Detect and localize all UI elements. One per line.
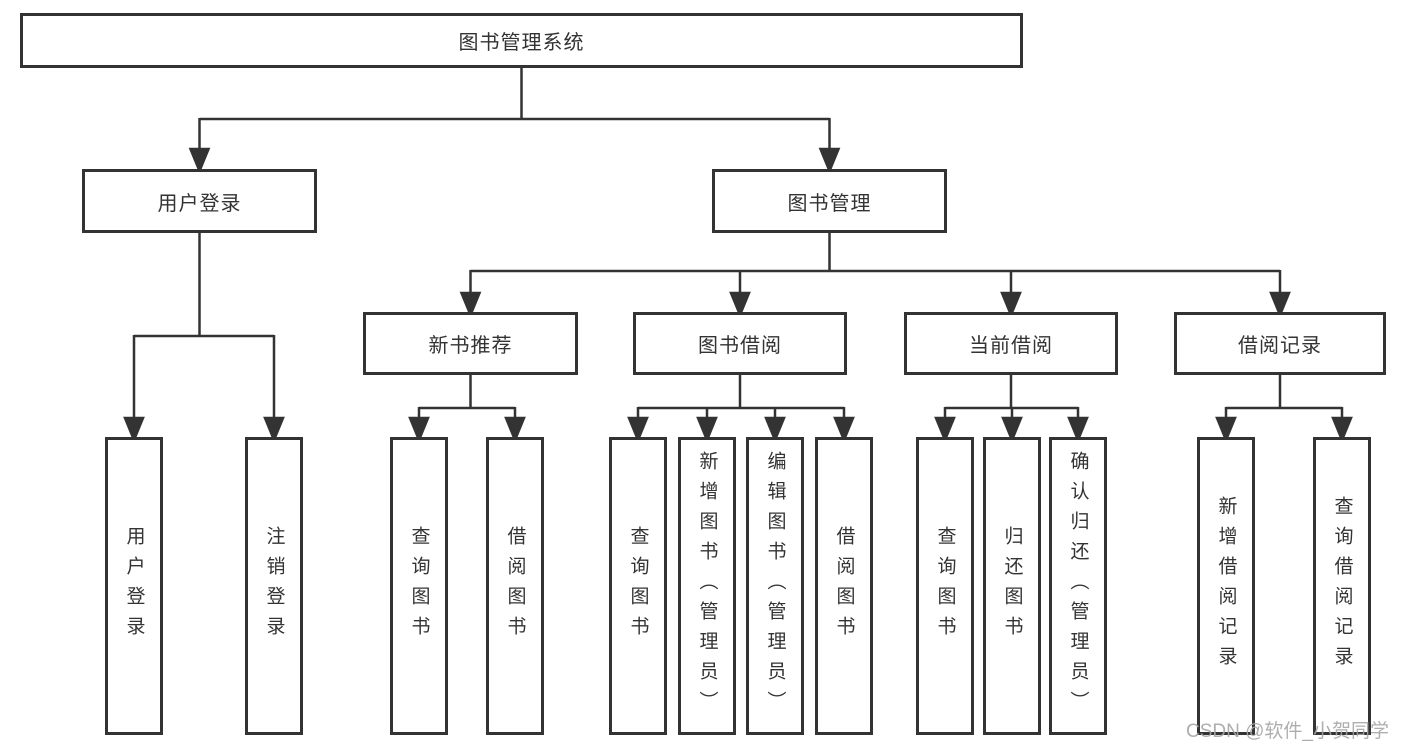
- leaf-query-books-current: 查询图书: [916, 437, 974, 735]
- leaf-user-login: 用户登录: [105, 437, 163, 735]
- leaf-query-books-borrow-label: 查询图书: [627, 526, 649, 646]
- leaf-confirm-return-admin-label: 确认归还（管理员）: [1067, 451, 1089, 721]
- leaf-borrow-books-recommend-label: 借阅图书: [504, 526, 526, 646]
- node-new-book-recommend-label: 新书推荐: [428, 335, 513, 357]
- node-borrow-records-label: 借阅记录: [1238, 335, 1322, 357]
- leaf-query-books-recommend: 查询图书: [390, 437, 448, 735]
- leaf-query-books-borrow: 查询图书: [609, 437, 667, 735]
- leaf-user-login-label: 用户登录: [123, 526, 145, 646]
- leaf-add-books-admin-label: 新增图书（管理员）: [696, 451, 718, 721]
- leaf-borrow-books-label: 借阅图书: [833, 526, 855, 646]
- leaf-return-books-label: 归还图书: [1001, 526, 1023, 646]
- connector-borrow-to-leaves: [627, 375, 855, 444]
- node-user-login: 用户登录: [82, 169, 317, 233]
- connector-records-to-leaves: [1215, 375, 1353, 444]
- leaf-edit-books-admin-label: 编辑图书（管理员）: [764, 451, 786, 721]
- node-book-management: 图书管理: [712, 169, 947, 233]
- node-user-login-label: 用户登录: [157, 192, 242, 215]
- leaf-add-borrow-record-label: 新增借阅记录: [1215, 496, 1237, 676]
- leaf-logout: 注销登录: [245, 437, 303, 735]
- node-current-borrow-label: 当前借阅: [969, 335, 1053, 357]
- leaf-return-books: 归还图书: [983, 437, 1041, 735]
- connector-management-to-level3: [459, 233, 1291, 319]
- node-book-borrow-label: 图书借阅: [698, 335, 782, 357]
- leaf-query-borrow-record: 查询借阅记录: [1313, 437, 1371, 735]
- leaf-borrow-books-recommend: 借阅图书: [486, 437, 544, 735]
- leaf-confirm-return-admin: 确认归还（管理员）: [1049, 437, 1107, 735]
- leaf-borrow-books: 借阅图书: [815, 437, 873, 735]
- node-book-borrow: 图书借阅: [633, 312, 847, 375]
- leaf-add-books-admin: 新增图书（管理员）: [678, 437, 736, 735]
- leaf-query-books-recommend-label: 查询图书: [408, 526, 430, 646]
- connector-root-to-level2: [188, 68, 841, 175]
- leaf-edit-books-admin: 编辑图书（管理员）: [746, 437, 804, 735]
- connector-newbook-to-leaves: [408, 375, 526, 444]
- leaf-query-borrow-record-label: 查询借阅记录: [1331, 496, 1353, 676]
- node-current-borrow: 当前借阅: [904, 312, 1118, 375]
- node-borrow-records: 借阅记录: [1174, 312, 1386, 375]
- connector-login-to-leaves: [123, 233, 285, 444]
- leaf-logout-label: 注销登录: [263, 526, 285, 646]
- csdn-watermark: CSDN @软件_小贺同学: [1186, 721, 1389, 742]
- connector-current-to-leaves: [934, 375, 1089, 444]
- node-library-system-label: 图书管理系统: [458, 32, 585, 54]
- node-book-management-label: 图书管理: [787, 192, 872, 215]
- node-library-system: 图书管理系统: [20, 13, 1023, 68]
- node-new-book-recommend: 新书推荐: [363, 312, 578, 375]
- leaf-query-books-current-label: 查询图书: [934, 526, 956, 646]
- leaf-add-borrow-record: 新增借阅记录: [1197, 437, 1255, 735]
